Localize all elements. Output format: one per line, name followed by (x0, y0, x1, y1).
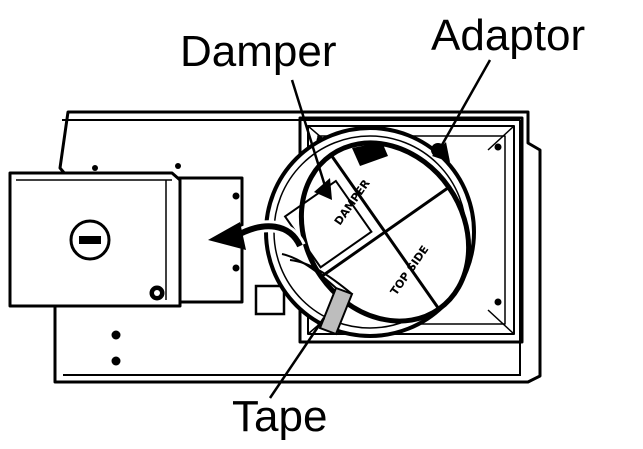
unplug-icon (69, 219, 111, 261)
damper-label: Damper (180, 27, 337, 76)
tape-label: Tape (232, 392, 328, 441)
tape-strip (281, 253, 354, 336)
adaptor-leader (436, 59, 492, 153)
motor-box (8, 171, 244, 308)
leader-lines (268, 59, 492, 399)
housing-screws (92, 163, 181, 366)
damper-disc (283, 140, 472, 324)
damper-leader (290, 79, 327, 187)
adaptor-label: Adaptor (431, 11, 586, 60)
tape-leader (268, 317, 326, 399)
damper-hinge (352, 142, 388, 166)
rotation-arrow (208, 220, 306, 250)
knockout-square (254, 284, 286, 316)
